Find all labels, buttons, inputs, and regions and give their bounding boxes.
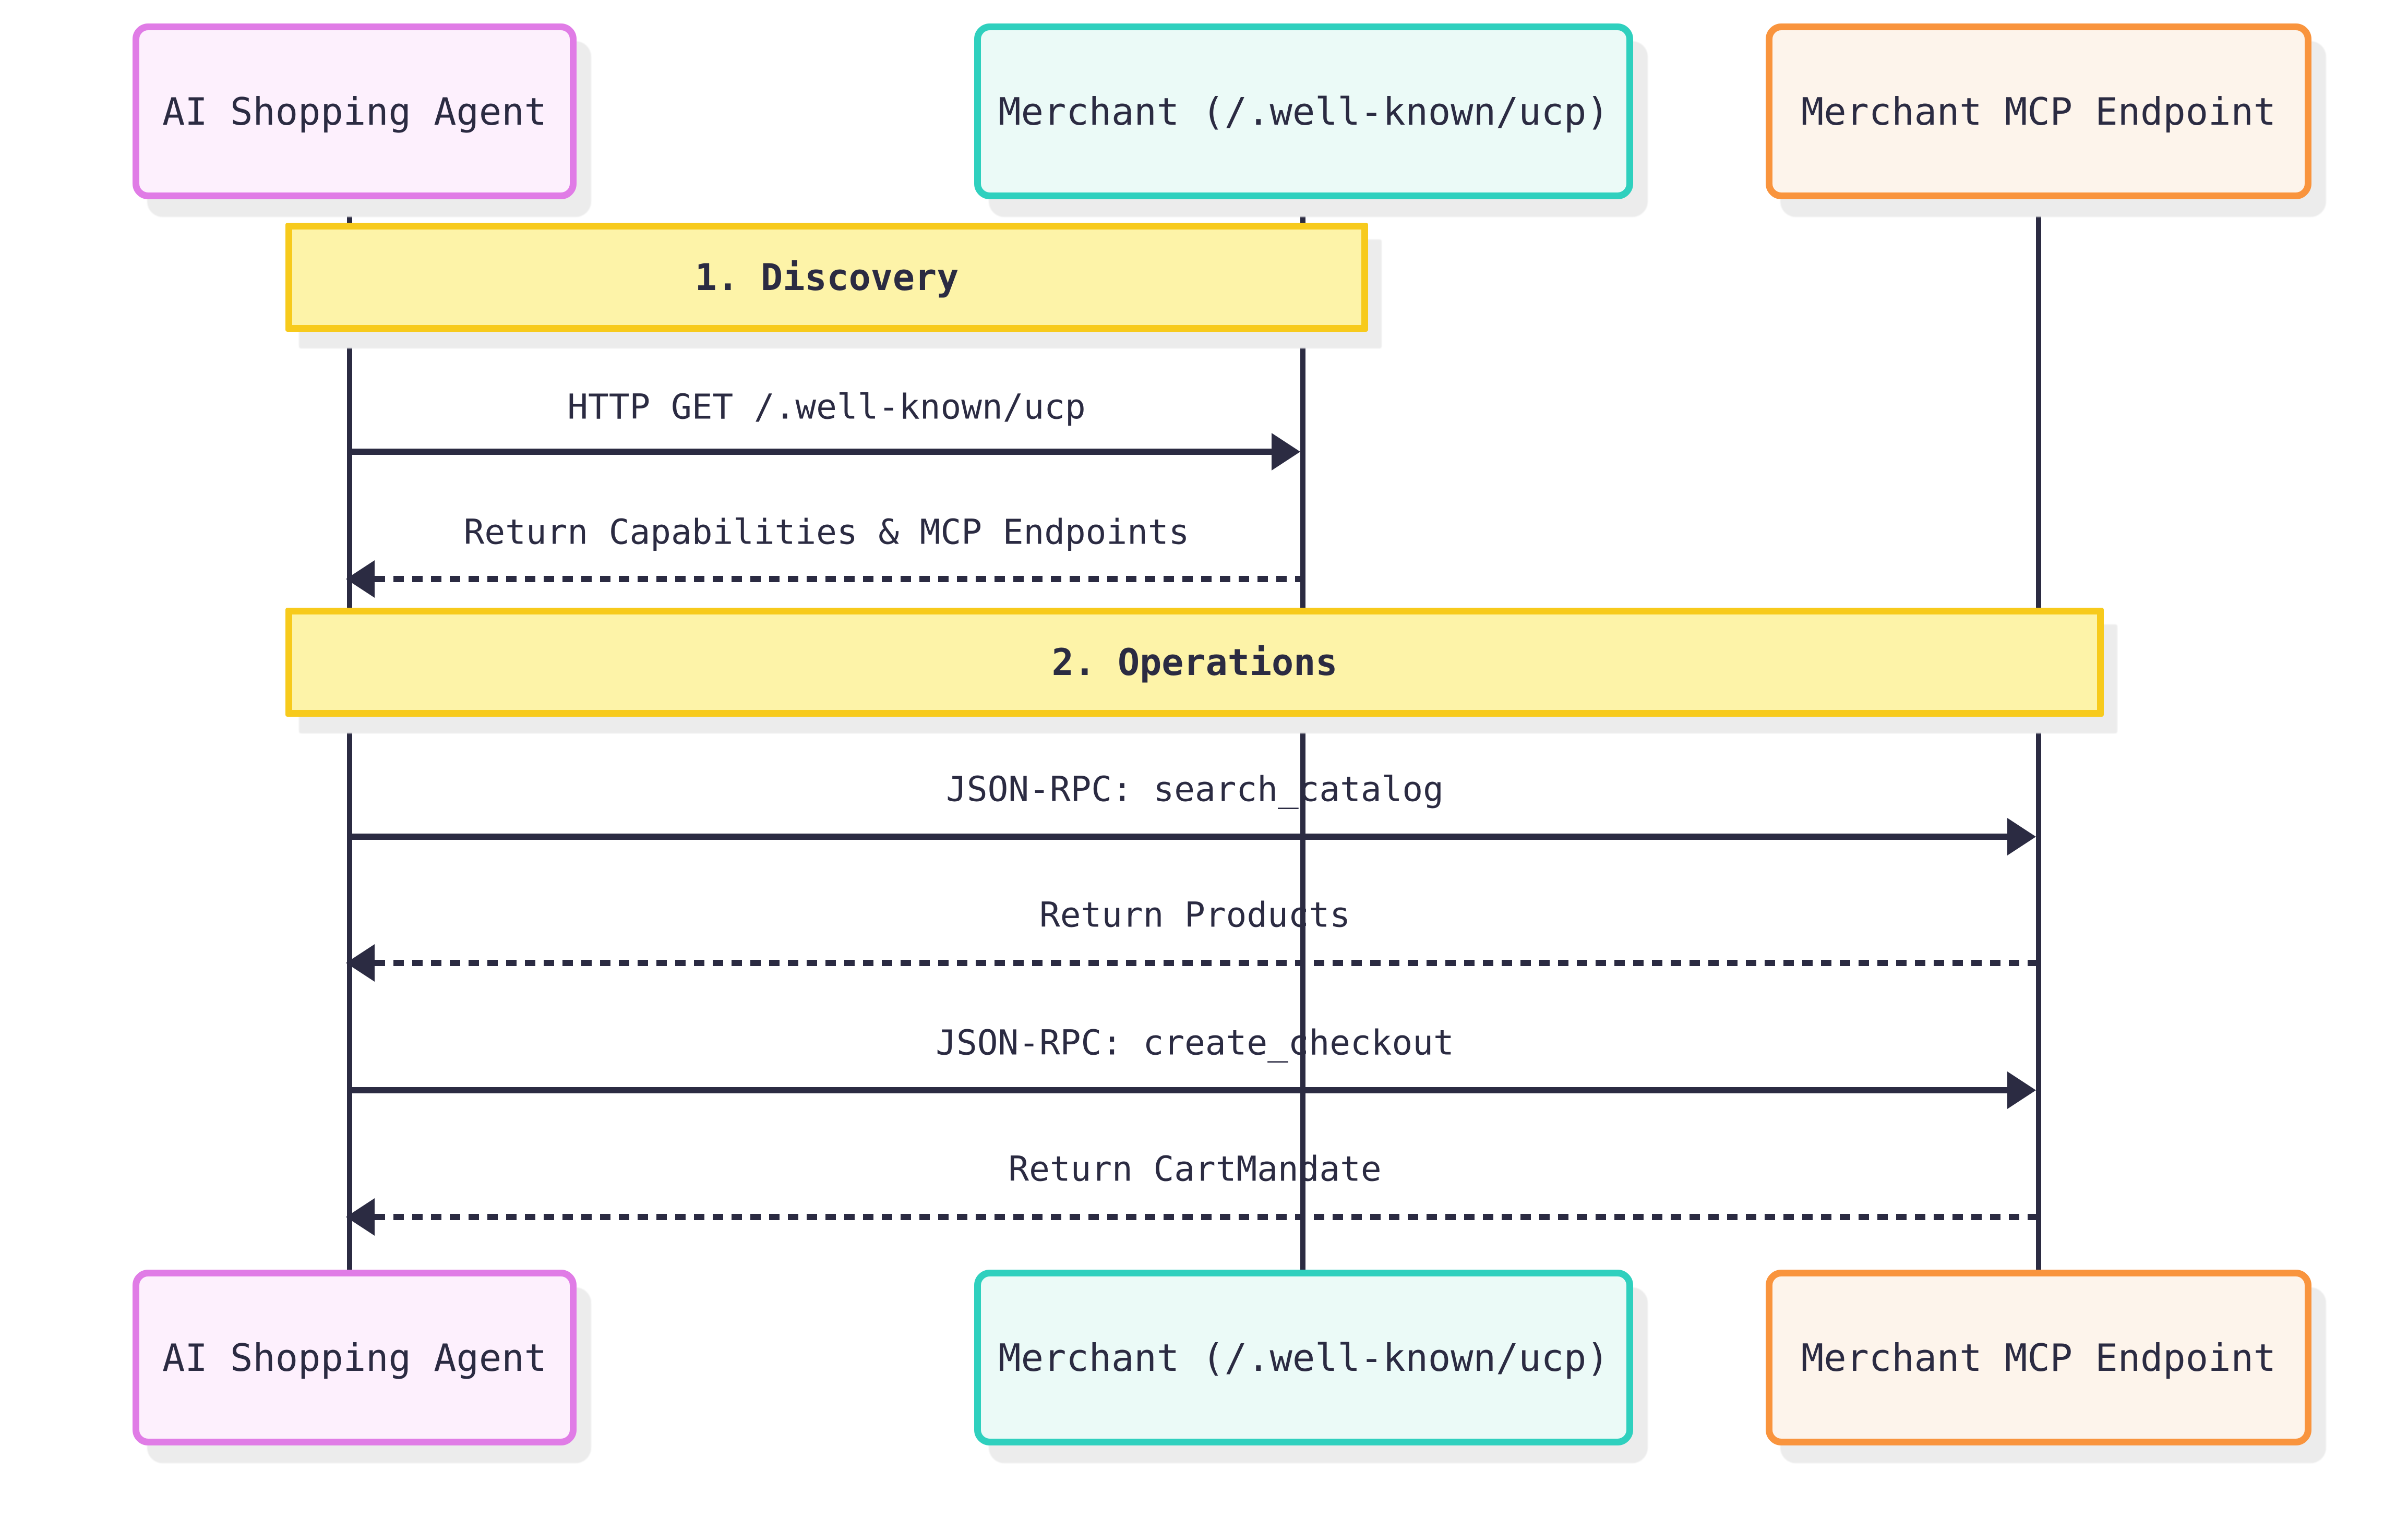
section-band-discovery: 1. Discovery [285,223,1368,332]
actor-label: Merchant MCP Endpoint [1801,89,2277,134]
actor-box-merchant-mcp-endpoint-top: Merchant MCP Endpoint [1766,23,2311,199]
message-label-return-products: Return Products [1039,895,1351,935]
message-arrow-create-checkout [350,1087,2007,1093]
section-label: 2. Operations [1051,641,1338,684]
arrowhead-left-icon [346,560,375,598]
actor-box-merchant-well-known-bottom: Merchant (/.well-known/ucp) [974,1270,1633,1445]
message-arrow-return-capabilities [375,576,1303,582]
section-band-operations: 2. Operations [285,608,2104,717]
arrowhead-right-icon [1272,433,1300,471]
actor-box-ai-shopping-agent-top: AI Shopping Agent [133,23,577,199]
actor-label: Merchant MCP Endpoint [1801,1335,2277,1380]
arrowhead-right-icon [2007,1071,2036,1109]
actor-box-merchant-well-known-top: Merchant (/.well-known/ucp) [974,23,1633,199]
message-label-search-catalog: JSON-RPC: search_catalog [946,769,1444,810]
actor-label: AI Shopping Agent [162,89,547,134]
actor-box-ai-shopping-agent-bottom: AI Shopping Agent [133,1270,577,1445]
message-label-return-cartmandate: Return CartMandate [1008,1149,1382,1189]
message-label-http-get-well-known: HTTP GET /.well-known/ucp [567,387,1086,427]
message-arrow-search-catalog [350,834,2007,840]
actor-label: Merchant (/.well-known/ucp) [998,1335,1609,1380]
message-arrow-return-cartmandate [375,1214,2039,1220]
message-label-create-checkout: JSON-RPC: create_checkout [936,1022,1454,1063]
section-label: 1. Discovery [694,256,959,299]
message-arrow-http-get-well-known [350,449,1272,455]
actor-label: Merchant (/.well-known/ucp) [998,89,1609,134]
lifeline-merchant-well-known [1300,197,1305,1272]
actor-label: AI Shopping Agent [162,1335,547,1380]
actor-box-merchant-mcp-endpoint-bottom: Merchant MCP Endpoint [1766,1270,2311,1445]
message-arrow-return-products [375,960,2039,966]
lifeline-ai-shopping-agent [347,197,352,1272]
arrowhead-right-icon [2007,818,2036,855]
arrowhead-left-icon [346,944,375,982]
message-label-return-capabilities: Return Capabilities & MCP Endpoints [463,512,1190,552]
arrowhead-left-icon [346,1198,375,1236]
lifeline-merchant-mcp-endpoint [2036,197,2041,1272]
